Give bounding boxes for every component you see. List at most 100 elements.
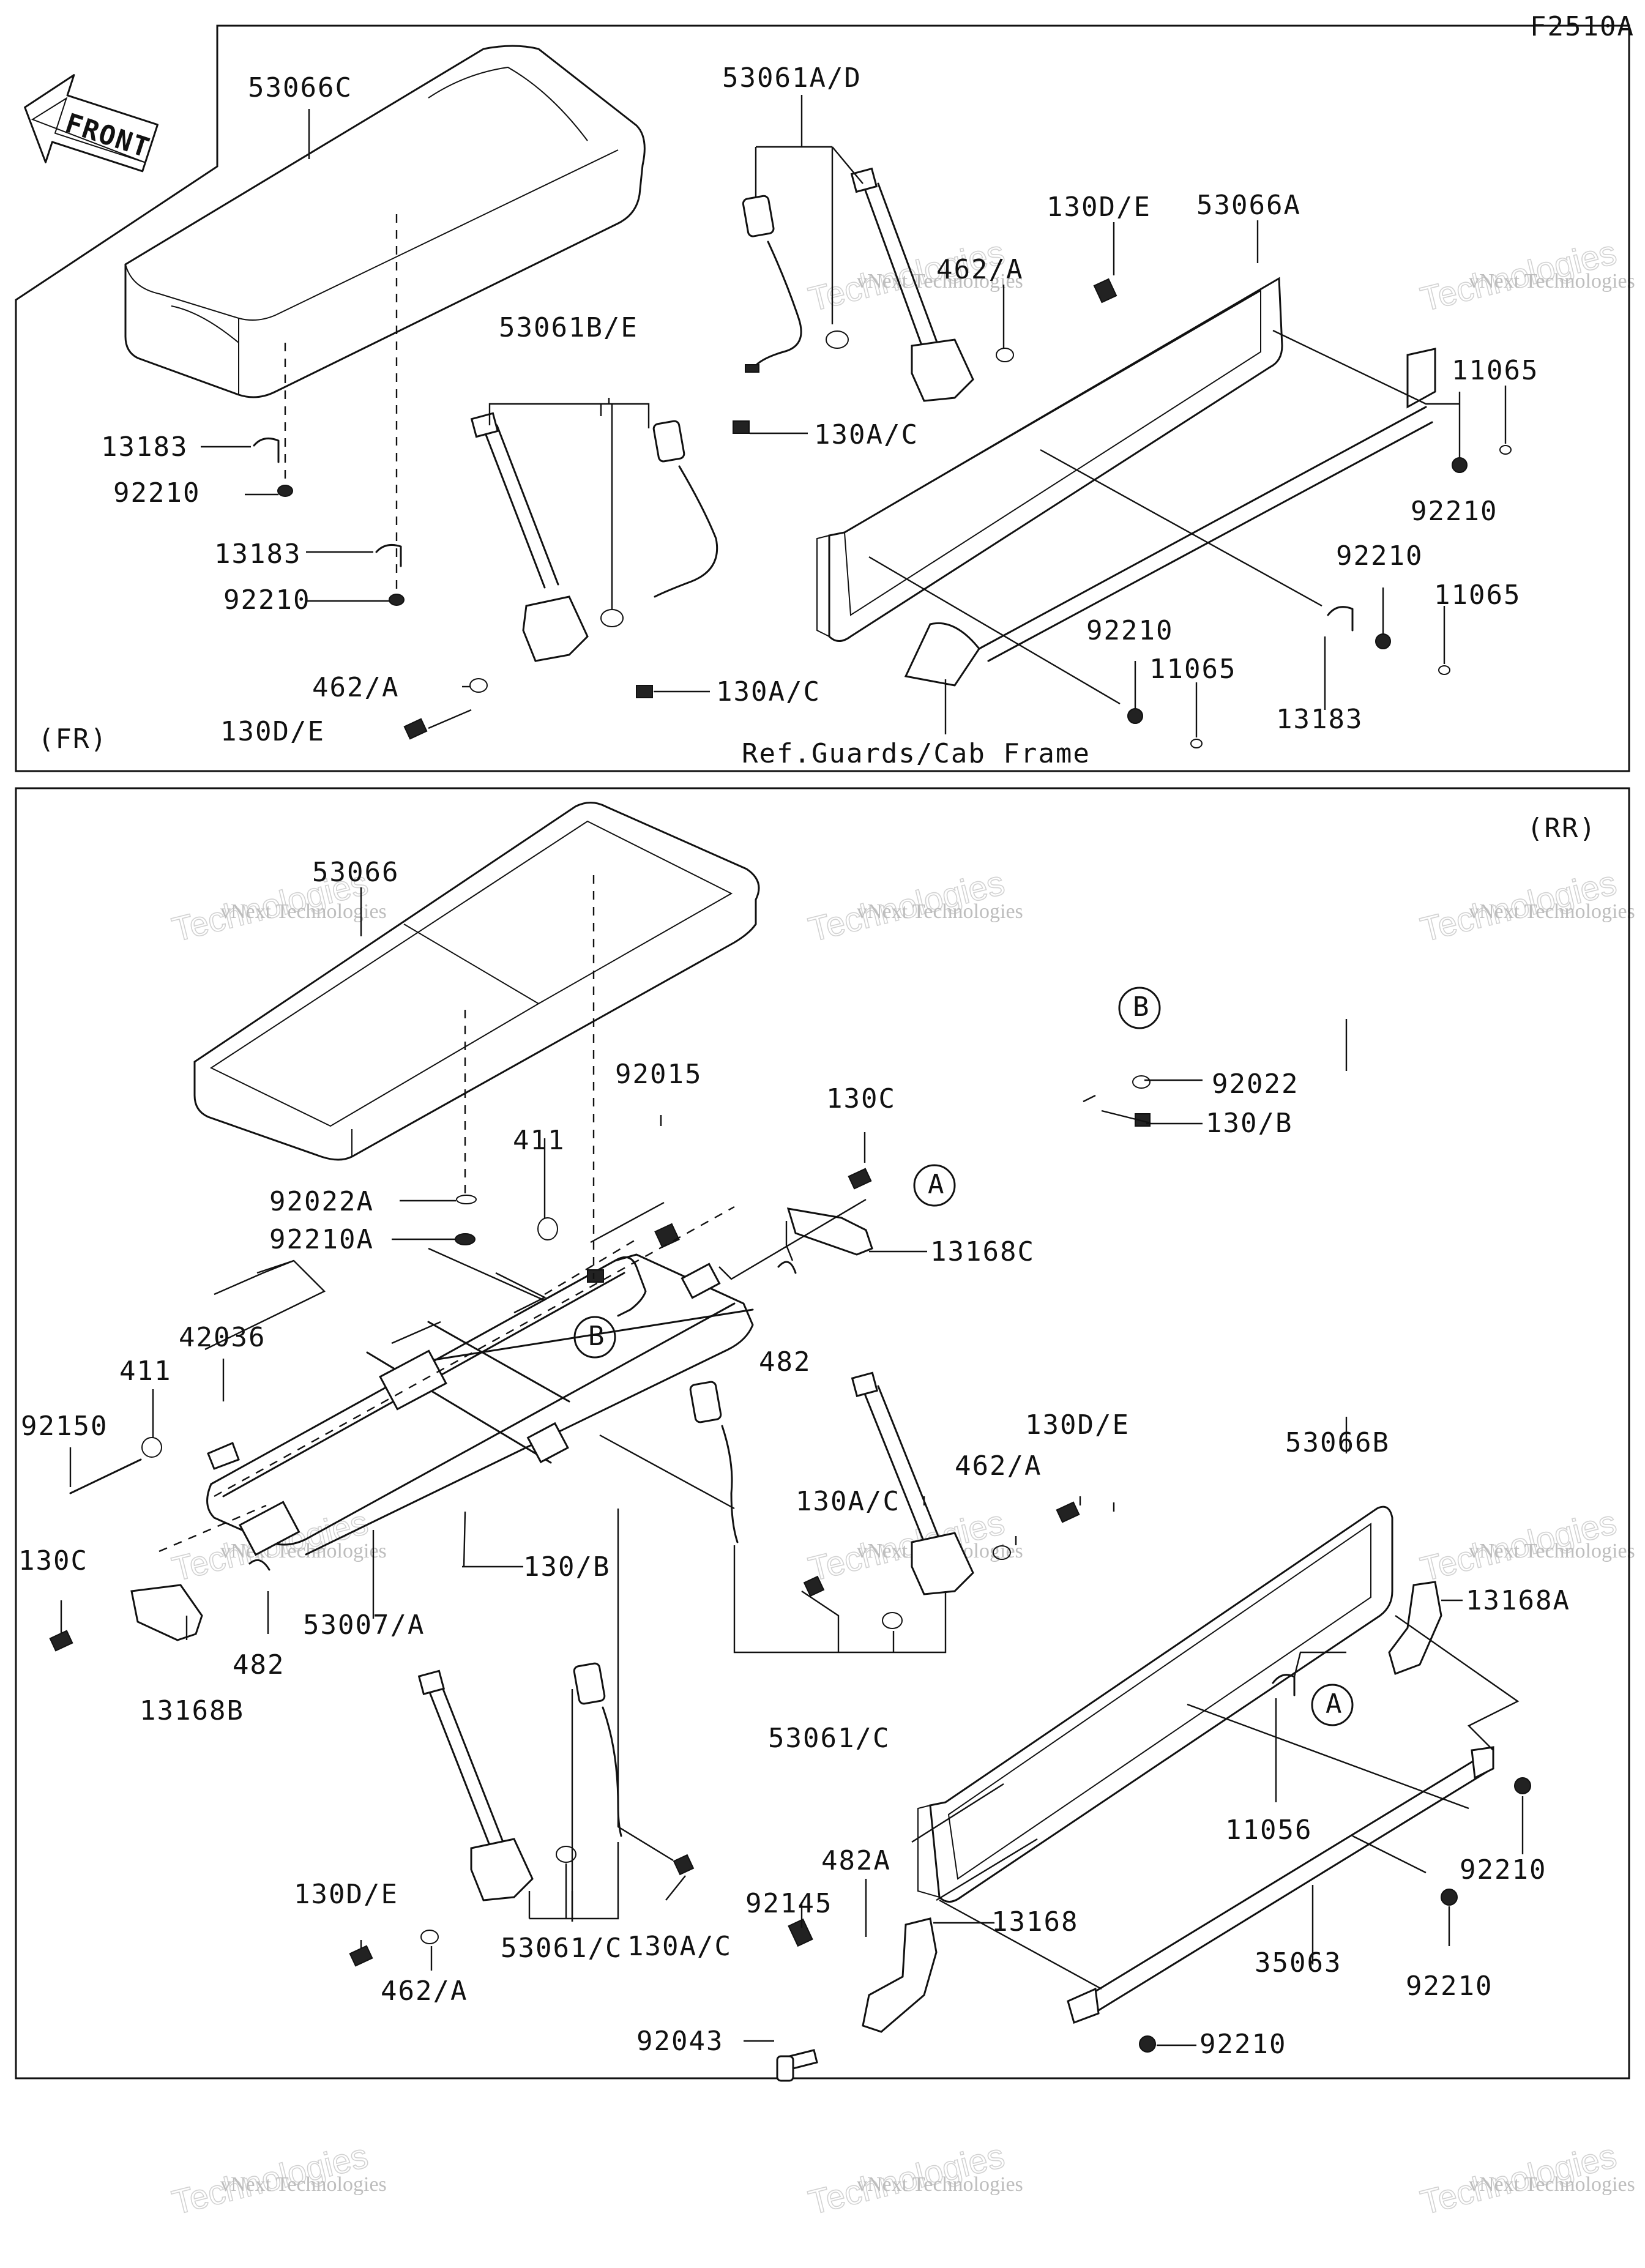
watermark-text-small: vNext Technologies [220, 2173, 387, 2196]
front-panel-frame [15, 24, 1630, 772]
rear-callout-13: 42036 [179, 1322, 266, 1353]
front-callout-10: 13183 [214, 539, 301, 570]
rear-callout-16: 130D/E [1025, 1409, 1130, 1441]
rear-callout-2: 92022 [1212, 1069, 1299, 1100]
watermark-text-small: vNext Technologies [220, 1540, 387, 1562]
front-leaders [201, 95, 1507, 737]
rear-hardware [49, 1075, 1531, 2053]
rear-panel-frame [15, 787, 1630, 2080]
rear-callout-7: A [928, 1169, 946, 1200]
front-callout-19: 13183 [1276, 704, 1363, 735]
watermark-text-small: vNext Technologies [1469, 1540, 1635, 1562]
rear-callout-38: 462/A [381, 1975, 468, 2007]
seat-belt-rear-right [689, 1371, 974, 1629]
rear-callout-18: 462/A [955, 1450, 1042, 1482]
rear-callout-37: 92210 [1406, 1971, 1493, 2002]
seat-cushion-front [124, 45, 646, 398]
front-callout-2: 130D/E [1046, 192, 1151, 223]
rear-callout-3: 130/B [1206, 1108, 1292, 1139]
rear-markers [573, 987, 1354, 1726]
front-callout-18: 130D/E [220, 716, 325, 747]
rear-callout-10: 92210A [269, 1224, 374, 1255]
front-callout-12: 92210 [1336, 540, 1423, 572]
marker-b-1 [1118, 987, 1161, 1029]
seat-frame-rear [206, 1253, 754, 1556]
rear-leaders [60, 875, 1524, 2046]
rear-callout-35: 35063 [1255, 1947, 1341, 1979]
watermark-text-small: vNext Technologies [857, 2173, 1023, 2196]
marker-a-1 [913, 1164, 956, 1207]
rear-callout-11: 482 [759, 1346, 811, 1378]
rear-callout-26: 13168B [140, 1695, 244, 1726]
rear-callout-23: 53007/A [303, 1610, 425, 1641]
rear-callout-27: 53061/C [768, 1723, 890, 1754]
rear-callout-1: B [1133, 991, 1151, 1023]
watermark-text-small: vNext Technologies [220, 900, 387, 923]
seat-belt-front-right [742, 167, 974, 402]
seat-belt-rear-left [349, 1662, 695, 1967]
marker-a-2 [1311, 1684, 1354, 1726]
front-callout-9: 92210 [113, 477, 200, 509]
front-callout-20: 92210 [1411, 496, 1498, 527]
front-callout-15: 11065 [1149, 654, 1236, 685]
rear-callout-29: 482A [821, 1845, 891, 1876]
front-arrow-label: FRONT [61, 108, 154, 165]
rear-panel-label: (RR) [1527, 813, 1597, 844]
frame-reference-note: Ref.Guards/Cab Frame [742, 738, 1091, 769]
rear-callout-33: 130D/E [294, 1879, 398, 1910]
marker-b-2 [573, 1316, 616, 1359]
front-callout-14: 92210 [1086, 615, 1173, 646]
watermark-text-small: vNext Technologies [857, 270, 1023, 293]
rear-callout-32: 13168 [991, 1906, 1078, 1938]
rear-callout-25: A [1326, 1688, 1343, 1720]
rear-callout-14: 411 [119, 1356, 171, 1387]
rear-callout-8: 92022A [269, 1186, 374, 1217]
front-callout-5: 11065 [1452, 355, 1539, 386]
front-callout-16: 462/A [312, 672, 399, 703]
rear-callout-40: 92210 [1199, 2029, 1286, 2060]
guard-bar-front [904, 348, 1436, 687]
rear-callout-9: 13168C [930, 1236, 1035, 1267]
rear-callout-22: 13168A [1466, 1585, 1570, 1616]
watermark-text-small: vNext Technologies [1469, 270, 1635, 293]
rear-callout-19: 130A/C [796, 1486, 900, 1517]
rear-callout-12: B [588, 1321, 606, 1352]
rear-callout-28: 11056 [1225, 1815, 1312, 1846]
rear-callout-30: 92210 [1460, 1854, 1546, 1886]
rear-callout-20: 130/B [523, 1551, 610, 1583]
rear-callout-4: 92015 [615, 1059, 702, 1090]
watermark-text-small: vNext Technologies [1469, 900, 1635, 923]
front-callout-13: 11065 [1434, 580, 1521, 611]
rear-callout-0: 53066 [312, 857, 399, 888]
rear-brackets [130, 1207, 1442, 2082]
rear-callout-17: 53066B [1285, 1427, 1390, 1458]
front-arrow: FRONT [24, 74, 159, 173]
rear-callout-39: 92043 [636, 2026, 723, 2057]
front-callout-0: 53066C [248, 72, 352, 103]
rear-callouts: 53066B92022130/B92015130C411A92022A13168… [18, 857, 1570, 2060]
front-callout-3: 53066A [1196, 190, 1301, 221]
watermark-text-small: vNext Technologies [857, 900, 1023, 923]
seat-cushion-rear [193, 802, 760, 1161]
seat-belt-front-left [470, 412, 718, 662]
rear-callout-21: 130C [18, 1545, 88, 1576]
guard-bar-rear [1067, 1746, 1494, 2024]
rear-callout-5: 130C [826, 1083, 896, 1114]
rear-callout-34: 130A/C [627, 1931, 732, 1962]
rear-callout-24: 482 [233, 1649, 285, 1680]
front-callout-17: 130A/C [716, 676, 821, 707]
watermark-text-small: vNext Technologies [1469, 2173, 1635, 2196]
front-callout-8: 13183 [101, 431, 188, 463]
rear-callout-6: 411 [513, 1125, 565, 1156]
front-panel-label: (FR) [38, 723, 108, 755]
rear-callout-31: 92145 [745, 1888, 832, 1919]
